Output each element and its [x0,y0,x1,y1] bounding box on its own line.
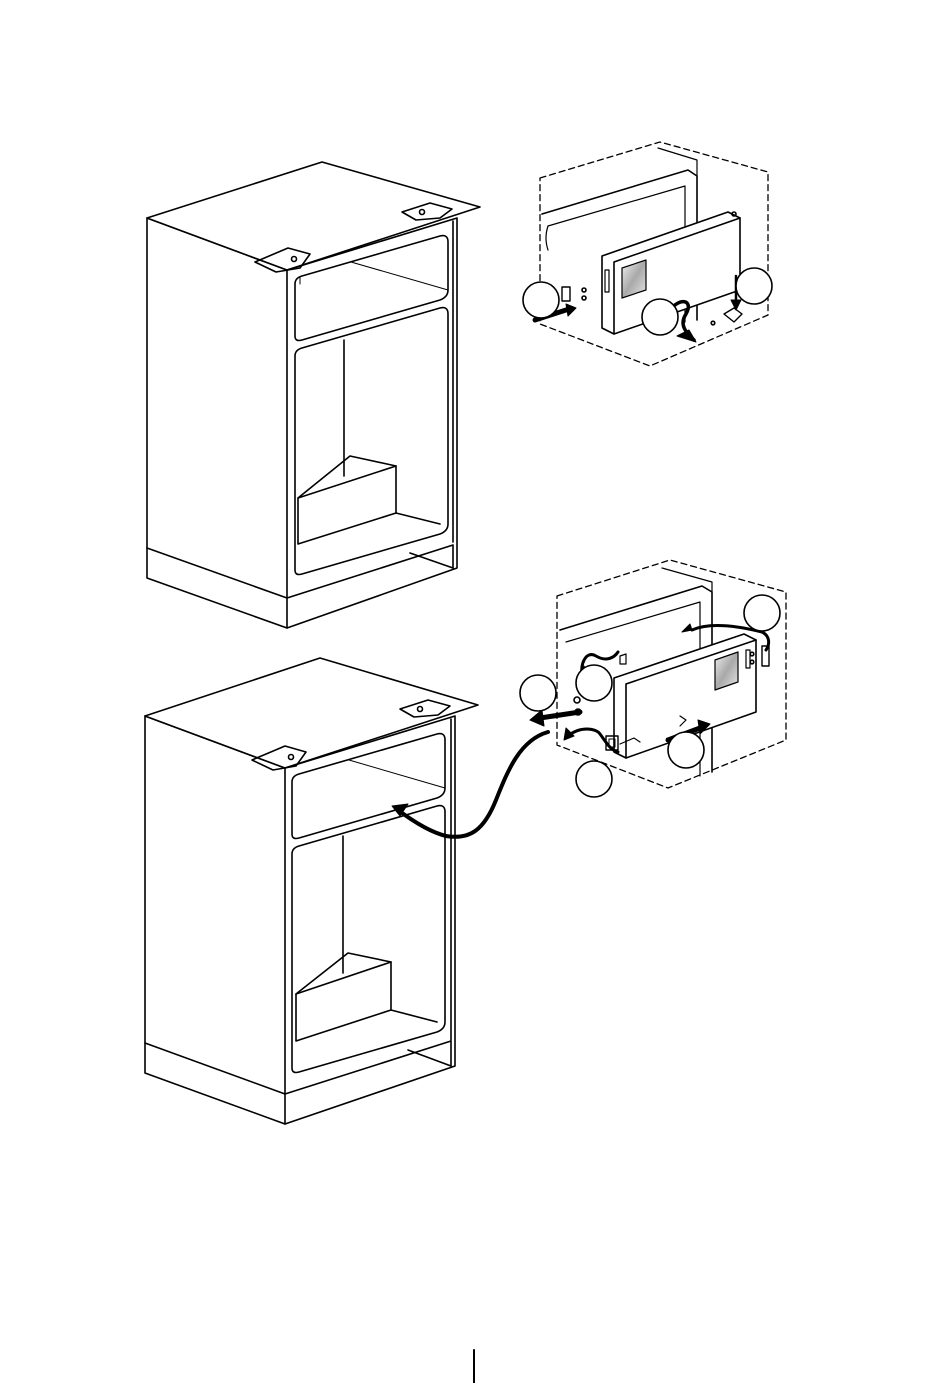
cabinet-top-upper-inner [300,262,448,290]
cabinet-top-floor-line [396,513,440,524]
cabinet-bottom-floor-line [391,1010,437,1022]
detail-inset-2-arrowhead-out [530,710,544,726]
cabinet-top-front-frame [287,218,457,628]
cabinet-bottom-upper-inner [349,760,445,788]
detail-inset-2-arrowhead-top [682,624,692,632]
cabinet-top-side-panel [147,218,287,628]
detail-inset-1-arrowhead-push [566,304,576,316]
callout-e [576,665,612,701]
detail-inset-2-arrow-out [540,712,580,718]
callout-g [576,761,612,797]
detail-inset-1-arrowhead-swap [677,330,696,342]
cabinet-top [147,162,480,628]
callout-h [668,732,704,768]
detail-inset-2-screw-3 [574,697,580,703]
cabinet-bottom-plinth-front [285,1041,451,1094]
cabinet-bottom-inner-shelf [296,962,391,1041]
detail-inset-2-arrow-transfer [398,732,548,837]
detail-inset-2-pin-top [620,654,626,664]
detail-inset-2-arrowhead-hinge [564,728,574,740]
callout-b [642,299,678,335]
callout-f [520,675,556,711]
cabinet-bottom-plinth-foot [408,1050,451,1066]
cabinet-top-plinth-foot [410,553,453,568]
detail-inset-1-hinge-left [562,287,570,301]
detail-inset-1-pin [732,212,736,216]
callout-c [736,268,772,304]
detail-inset-1-screw-3 [711,321,715,325]
cabinet-bottom-front-frame [285,716,455,1124]
detail-inset-1-frame-corner [546,226,548,250]
detail-inset-1-screw-1 [582,288,586,292]
callout-a [523,282,559,318]
callout-d [744,595,780,631]
cabinet-top-inner-shelf [298,466,396,544]
detail-inset-1-hinge-right [724,308,742,322]
cabinet-bottom [145,658,478,1124]
detail-inset-1-screw-2 [582,296,586,300]
detail-inset-1 [523,142,772,366]
detail-inset-2-arrow-hinge [568,729,618,752]
cabinet-bottom-side-panel [145,716,285,1124]
